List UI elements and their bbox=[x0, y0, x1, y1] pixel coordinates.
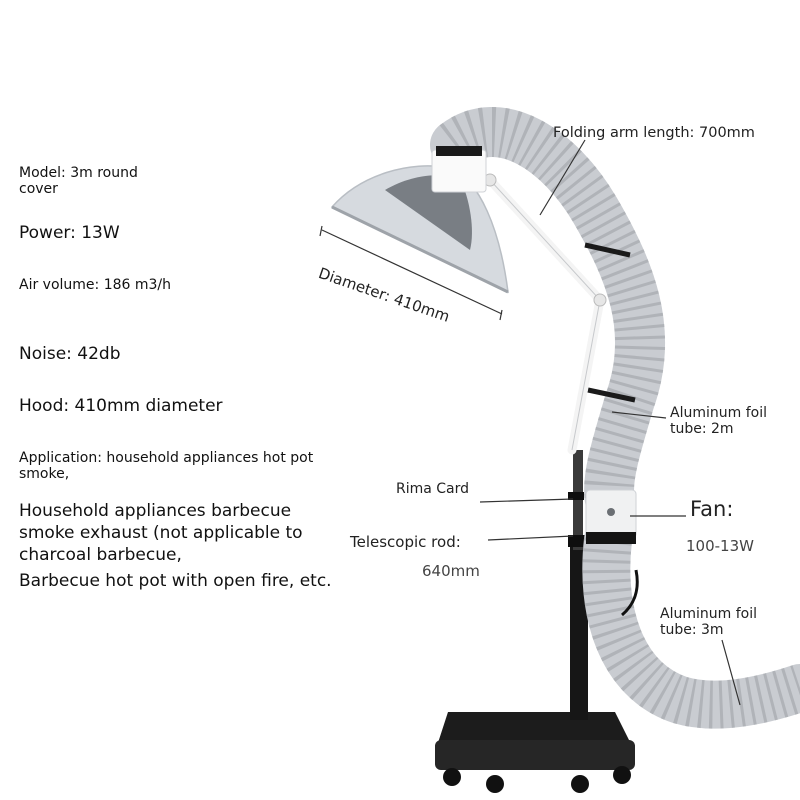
folding-arm-icon bbox=[483, 173, 607, 455]
spec-barbecue: Barbecue hot pot with open fire, etc. bbox=[19, 571, 332, 591]
callout-fan-label: Fan: bbox=[690, 497, 734, 521]
callout-fan-value: 100-13W bbox=[686, 537, 754, 555]
callout-foil-tube-2m: Aluminum foil tube: 2m bbox=[670, 405, 767, 438]
callout-foil-tube-3m: Aluminum foil tube: 3m bbox=[660, 606, 757, 639]
callout-folding-arm: Folding arm length: 700mm bbox=[553, 125, 755, 141]
stand-base-icon bbox=[435, 712, 635, 793]
spec-noise: Noise: 42db bbox=[19, 344, 121, 364]
callout-rima-card: Rima Card bbox=[396, 481, 470, 497]
spec-application: Application: household appliances hot po… bbox=[19, 450, 314, 483]
smoke-hood-icon bbox=[330, 146, 509, 294]
spec-household: Household appliances barbecue smoke exha… bbox=[19, 501, 303, 566]
foil-tube-icon bbox=[430, 107, 800, 729]
callout-pointers bbox=[479, 139, 741, 706]
callout-telescopic-value: 640mm bbox=[422, 562, 480, 580]
diameter-dimension-line bbox=[319, 225, 503, 321]
spec-power: Power: 13W bbox=[19, 223, 120, 243]
spec-hood: Hood: 410mm diameter bbox=[19, 396, 223, 416]
spec-model: Model: 3m round cover bbox=[19, 165, 138, 198]
fan-unit-icon bbox=[585, 489, 639, 617]
callout-telescopic-label: Telescopic rod: bbox=[350, 533, 461, 551]
spec-air-volume: Air volume: 186 m3/h bbox=[19, 277, 172, 293]
